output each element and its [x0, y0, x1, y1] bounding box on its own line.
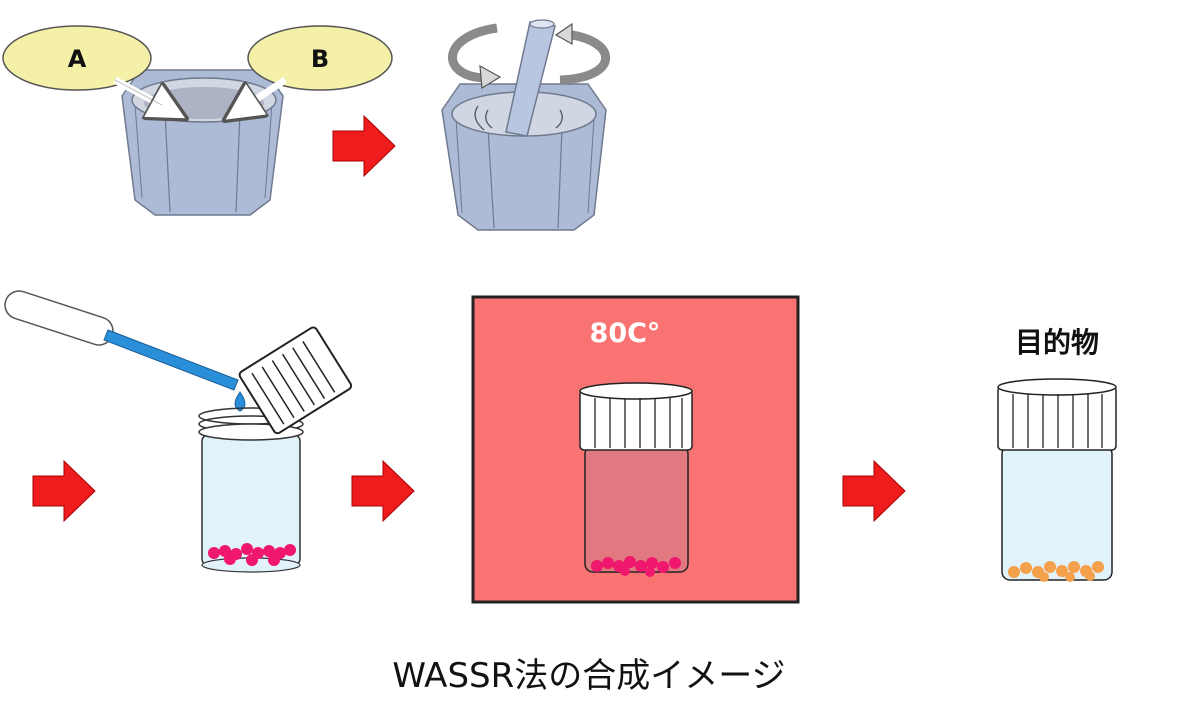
- product-label: 目的物: [1015, 326, 1099, 359]
- vial-icon: [198, 407, 304, 573]
- grinding-step-2: [441, 19, 611, 231]
- arrow-a-into-mortar: [113, 76, 170, 110]
- reagent-a-oval: A: [2, 25, 152, 91]
- process-arrow-icon: [32, 459, 96, 523]
- pipette-icon: [4, 290, 239, 391]
- product-step-5: 目的物: [997, 326, 1117, 582]
- reagent-b-oval: B: [247, 25, 393, 91]
- pestle-icon: [505, 19, 556, 137]
- pink-crystals: [208, 543, 296, 566]
- diagram-caption: WASSR法の合成イメージ: [392, 656, 785, 696]
- mortar-step-1: A B: [2, 25, 393, 216]
- rotation-arrow-icon: [448, 22, 611, 90]
- arrow-b-into-mortar: [240, 77, 287, 110]
- heating-step-4: 80C°: [471, 295, 800, 604]
- droplet-icon: [234, 391, 246, 412]
- reagent-a-label: A: [68, 45, 87, 73]
- mortar-icon: [121, 69, 284, 216]
- reagent-b-label: B: [311, 45, 329, 73]
- process-arrow-icon: [842, 459, 906, 523]
- vial-icon: [579, 382, 693, 577]
- temperature-label: 80C°: [590, 318, 661, 349]
- liquid-addition-step-3: [4, 290, 353, 573]
- process-arrow-icon: [332, 114, 396, 178]
- process-arrow-icon: [351, 459, 415, 523]
- pink-crystals: [591, 556, 681, 577]
- orange-crystals: [1008, 561, 1104, 582]
- vial-cap-icon: [238, 326, 353, 435]
- vial-icon: [997, 378, 1117, 582]
